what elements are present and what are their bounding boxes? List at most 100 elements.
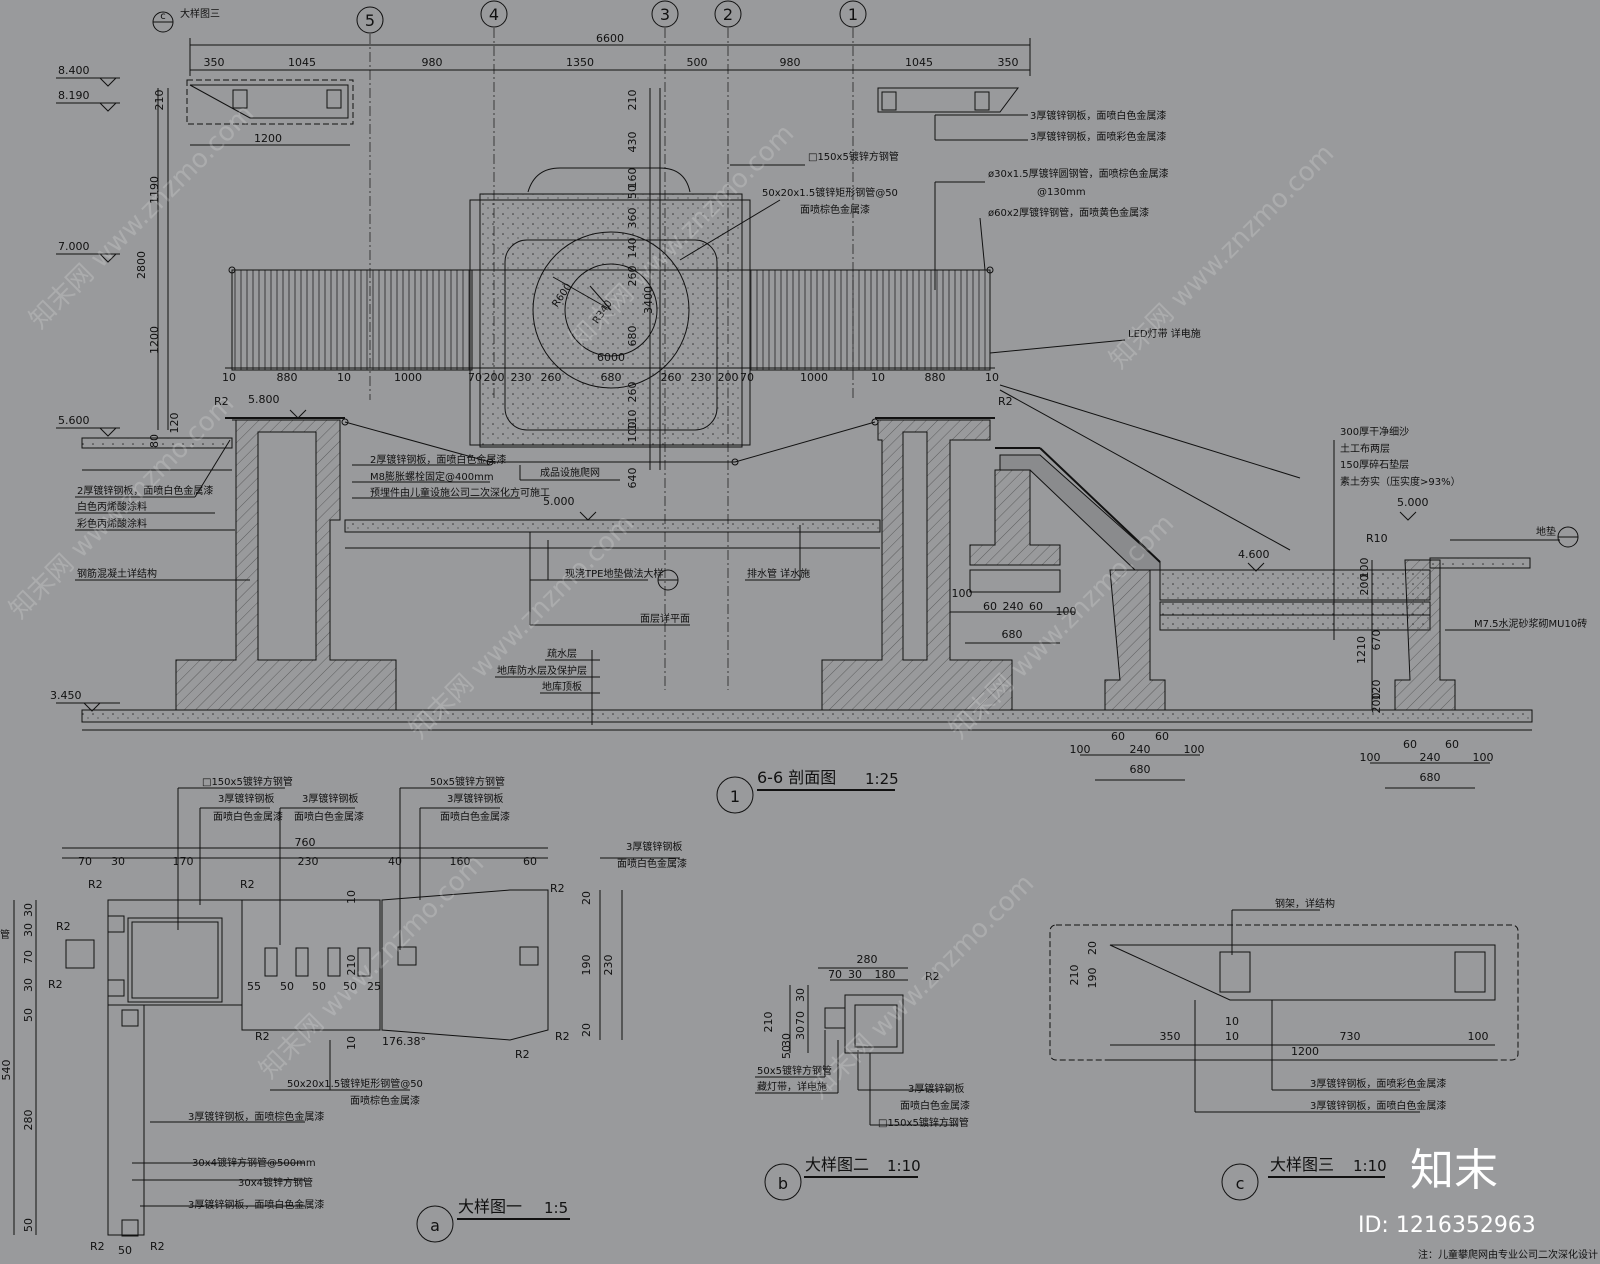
detA-r2-10: R2 [150, 1240, 165, 1253]
climbing-structure: R600 R340 6000 210 430 160 50 360 140 26… [228, 88, 994, 489]
watermark-4: 知末网 www.znzmo.com [4, 389, 240, 625]
dim-top-8: 350 [998, 56, 1019, 69]
section-scale: 1:25 [865, 770, 899, 788]
note-left-white-paint: 白色丙烯酸涂料 [77, 500, 147, 513]
elev-5000-center: 5.000 [543, 495, 575, 508]
note-center-finish: 面层详平面 [640, 612, 690, 625]
detB-label-1: 50x5镀锌方钢管 [757, 1064, 832, 1077]
detA-dim-6: 160 [450, 855, 471, 868]
detB-label-5: □150x5镀锌方钢管 [878, 1116, 969, 1129]
detC-tag: c [1236, 1174, 1245, 1193]
detA-idim-1: 10 [345, 890, 358, 904]
detA-bdim-5: 25 [367, 980, 381, 993]
detA-r2-5: R2 [515, 1048, 530, 1061]
watermark-5: 知末网 www.znzmo.com [404, 509, 640, 745]
dim-top-7: 1045 [905, 56, 933, 69]
note-left-rc: 钢筋混凝土详结构 [77, 567, 157, 580]
vdim-center-2: 430 [626, 132, 639, 153]
detC-dim-5: 10 [1225, 1015, 1239, 1028]
ground-vd-3: 1210 [1355, 636, 1368, 664]
top-left-plate: 1200 [186, 79, 354, 146]
footing-dims-1: 100 60 240 60 100 680 [950, 587, 1077, 644]
detA-dim-760: 760 [295, 836, 316, 849]
detB-radius: R2 [925, 970, 940, 983]
ground-vd-6: 200 [1370, 693, 1383, 714]
detail-c-header-title: 大样图三 [180, 7, 220, 20]
detA-bdim-2: 50 [280, 980, 294, 993]
detA-label-12: 面喷棕色金属漆 [350, 1094, 420, 1107]
axis-bubble-2 [714, 0, 742, 28]
note-center-tpe: 现浇TPE地垫做法大样 [565, 567, 663, 580]
dim-top-6: 980 [780, 56, 801, 69]
detA-dim-5: 40 [388, 855, 402, 868]
dim-top-5: 500 [687, 56, 708, 69]
detB-scale: 1:10 [887, 1157, 921, 1175]
svg-text:100: 100 [1184, 743, 1205, 756]
vdim-center-11: 110 [626, 410, 639, 431]
detC-scale: 1:10 [1353, 1157, 1387, 1175]
deck-dim-7: 230 [511, 371, 532, 384]
annotations-center: 2厚镀锌钢板，面喷白色金属漆 M8膨胀螺栓固定@400mm 预埋件由儿童设施公司… [352, 453, 810, 725]
note-center-slab: 地库顶板 [542, 680, 582, 693]
note-ground-mat: 地垫 [1536, 525, 1556, 538]
elev-8190: 8.190 [58, 89, 90, 102]
vdim-center-13: 640 [626, 468, 639, 489]
left-vertical-dims: 210 1190 2800 1200 120 80 [135, 88, 181, 448]
footnote: 注：儿童攀爬网由专业公司二次深化设计 [1418, 1248, 1598, 1261]
note-led-strip: LED灯带 详电施 [1128, 327, 1201, 340]
detC-vdim-3: 20 [1086, 941, 1099, 955]
detB-vdim-2: 70 [794, 1011, 807, 1025]
detA-label-4: 3厚镀锌钢板 [302, 792, 358, 805]
svg-text:100: 100 [1070, 743, 1091, 756]
detail-c: 350 10 730 100 10 1200 210 190 20 钢架，详结构… [1049, 897, 1519, 1201]
top-right-plate [877, 87, 1019, 113]
detA-vdim-6: 540 [0, 1060, 13, 1081]
elev-5000-right: 5.000 [1397, 496, 1429, 509]
vdim-center-8: 3400 [642, 286, 655, 314]
vdim-center-5: 360 [626, 208, 639, 229]
detB-label-3: 3厚镀锌钢板 [908, 1082, 964, 1095]
detA-rdim-2: 190 [580, 955, 593, 976]
svg-text:60: 60 [1111, 730, 1125, 743]
svg-text:100: 100 [1056, 605, 1077, 618]
note-ground-geotextile: 土工布两层 [1340, 442, 1390, 455]
vdim-center-1: 210 [626, 90, 639, 111]
detA-label-16: 3厚镀锌钢板，面喷白色金属漆 [188, 1198, 324, 1211]
detA-label-10: 面喷白色金属漆 [617, 857, 687, 870]
svg-text:100: 100 [952, 587, 973, 600]
note-center-embed: 预埋件由儿童设施公司二次深化方可施工 [370, 486, 550, 499]
elev-4600: 4.600 [1238, 548, 1270, 561]
svg-text:240: 240 [1420, 751, 1441, 764]
note-ground-sand: 300厚干净细沙 [1340, 425, 1409, 438]
section-title-text: 6-6 剖面图 [757, 768, 836, 787]
detA-label-5: 面喷白色金属漆 [294, 810, 364, 823]
svg-text:60: 60 [1029, 600, 1043, 613]
axis-label-3: 3 [660, 5, 670, 24]
svg-text:680: 680 [1420, 771, 1441, 784]
axis-bubble-3 [651, 0, 679, 28]
detA-label-14: 30x4镀锌方钢管@500mm [192, 1156, 316, 1169]
dim-overall: 6600 [596, 32, 624, 45]
detA-title: 大样图一 [458, 1197, 522, 1216]
detB-vdim-4: 30 [780, 1033, 793, 1047]
detail-b: 280 70 30 180 30 70 30 30 50 210 R2 50x5… [755, 953, 970, 1201]
dim-left-plate-1200: 1200 [254, 132, 282, 145]
detA-dim-2: 30 [111, 855, 125, 868]
deck-dim-17: 10 [985, 371, 999, 384]
section-number: 1 [730, 787, 740, 806]
radius-r2-left: R2 [214, 395, 229, 408]
detB-label-2: 藏灯带，详电施 [757, 1080, 827, 1093]
dim-top-2: 1045 [288, 56, 316, 69]
dim-center-6000: 6000 [597, 351, 625, 364]
note-pipe-yellow: ø60x2厚镀锌钢管，面喷黄色金属漆 [988, 206, 1149, 219]
deck-dimensions: 10 880 10 1000 70 200 230 260 680 260 23… [222, 367, 999, 384]
detA-r2-8: R2 [48, 978, 63, 991]
note-left-color-paint: 彩色丙烯酸涂料 [77, 517, 147, 530]
detA-bottom-w: 50 [118, 1244, 132, 1257]
radius-r2-right: R2 [998, 395, 1013, 408]
radius-r10: R10 [1366, 532, 1388, 545]
annotations-ground-layers: 300厚干净细沙 土工布两层 150厚碎石垫层 素土夯实（压实度>93%） M7… [1333, 425, 1587, 640]
note-center-drainage-layer: 疏水层 [547, 647, 577, 660]
detB-vdim-5: 50 [780, 1045, 793, 1059]
axis-label-5: 5 [365, 11, 375, 30]
